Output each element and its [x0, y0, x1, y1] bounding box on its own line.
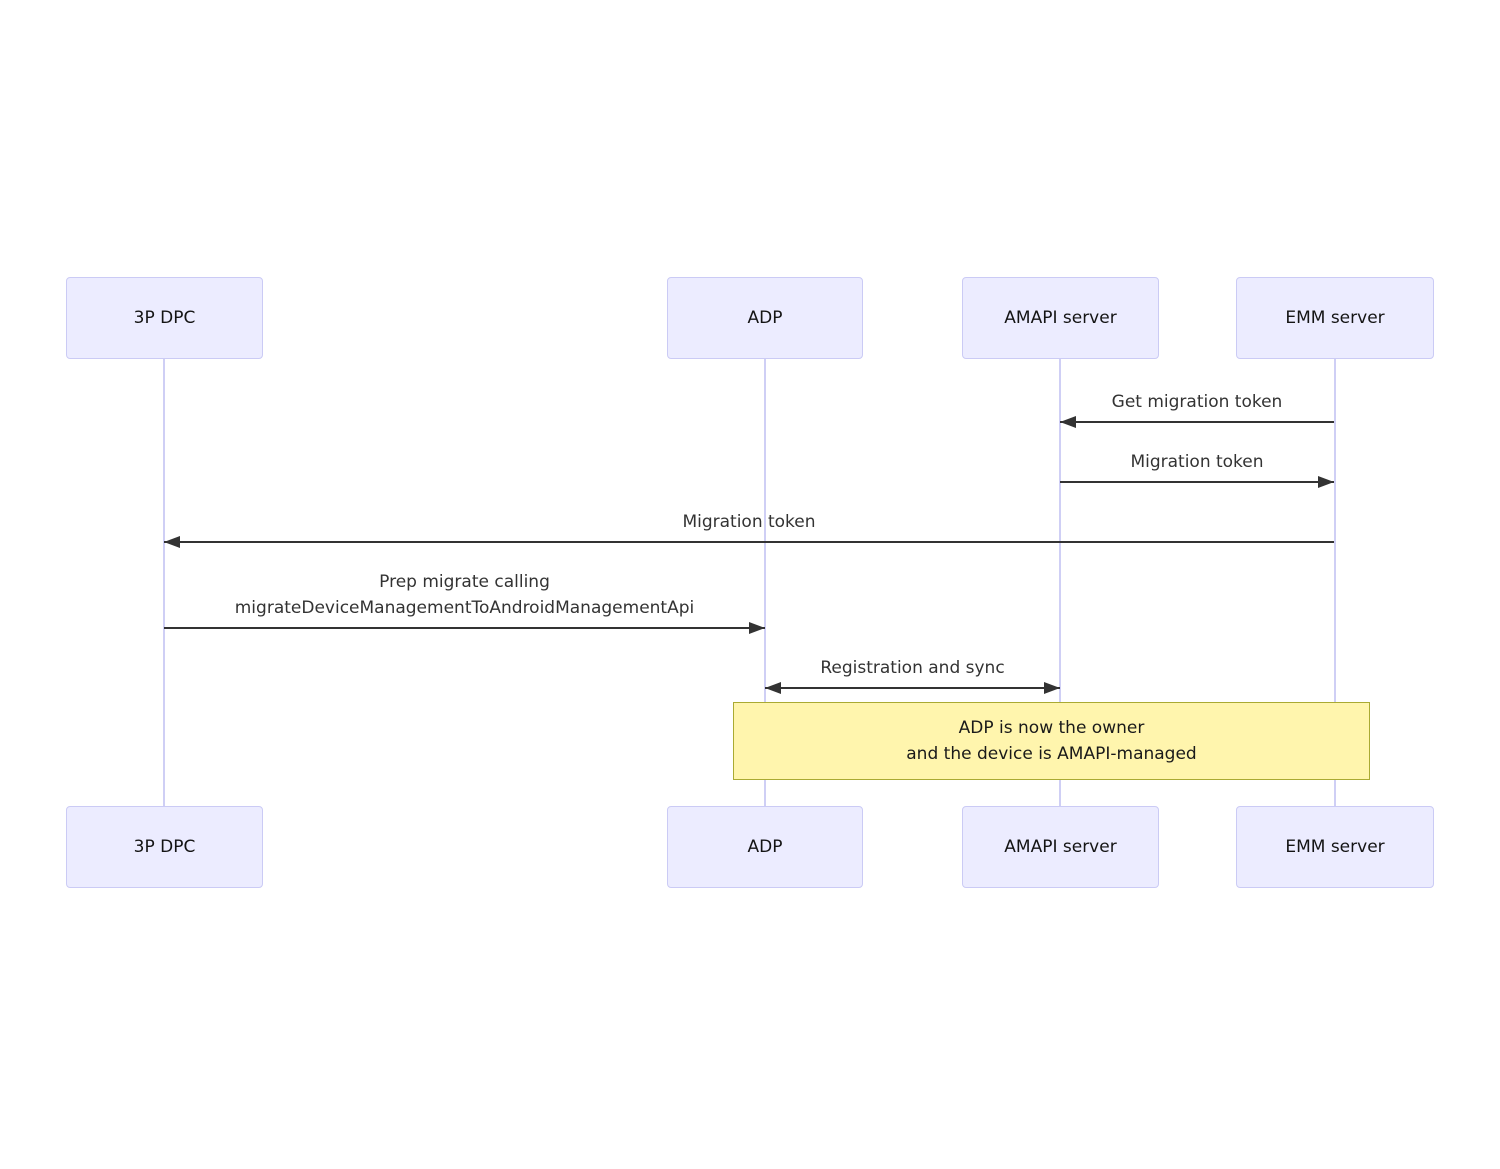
note-line-1: ADP is now the owner [958, 718, 1145, 738]
message-label: Migration token [682, 512, 816, 532]
note-line-2: and the device is AMAPI-managed [906, 744, 1197, 764]
actor-label: AMAPI server [1004, 837, 1117, 857]
arrowhead-right-icon [749, 622, 765, 634]
arrowhead-right-icon [1318, 476, 1334, 488]
message-arrow [1060, 416, 1334, 428]
actor-box-3p-dpc-top: 3P DPC [66, 277, 263, 359]
actor-box-amapi-server-top: AMAPI server [962, 277, 1159, 359]
actor-label: ADP [747, 837, 783, 857]
arrowhead-left-icon [1060, 416, 1076, 428]
message-label-line-2: migrateDeviceManagementToAndroidManageme… [234, 598, 695, 618]
message-label: Prep migrate calling migrateDeviceManage… [164, 569, 765, 621]
actor-box-adp-top: ADP [667, 277, 863, 359]
note-box: ADP is now the owner and the device is A… [733, 702, 1370, 780]
message-arrow [164, 622, 765, 634]
lifeline-emm-server [1334, 359, 1336, 806]
actor-label: ADP [747, 308, 783, 328]
actor-box-adp-bottom: ADP [667, 806, 863, 888]
actor-box-emm-server-bottom: EMM server [1236, 806, 1434, 888]
message-arrow [164, 536, 1334, 548]
message-label: Migration token [1130, 452, 1264, 472]
message-label-line-1: Prep migrate calling [379, 572, 550, 592]
arrowhead-right-icon [1044, 682, 1060, 694]
actor-label: EMM server [1285, 837, 1385, 857]
lifeline-3p-dpc [163, 359, 165, 806]
message-label: Get migration token [1111, 392, 1283, 412]
actor-label: 3P DPC [133, 837, 196, 857]
actor-box-3p-dpc-bottom: 3P DPC [66, 806, 263, 888]
actor-label: AMAPI server [1004, 308, 1117, 328]
arrowhead-left-icon [164, 536, 180, 548]
actor-label: 3P DPC [133, 308, 196, 328]
message-label: Registration and sync [820, 658, 1005, 678]
lifeline-amapi-server [1059, 359, 1061, 806]
message-arrow [1060, 476, 1334, 488]
actor-label: EMM server [1285, 308, 1385, 328]
arrowhead-left-icon [765, 682, 781, 694]
actor-box-emm-server-top: EMM server [1236, 277, 1434, 359]
lifeline-adp [764, 359, 766, 806]
actor-box-amapi-server-bottom: AMAPI server [962, 806, 1159, 888]
message-arrow [765, 682, 1060, 694]
